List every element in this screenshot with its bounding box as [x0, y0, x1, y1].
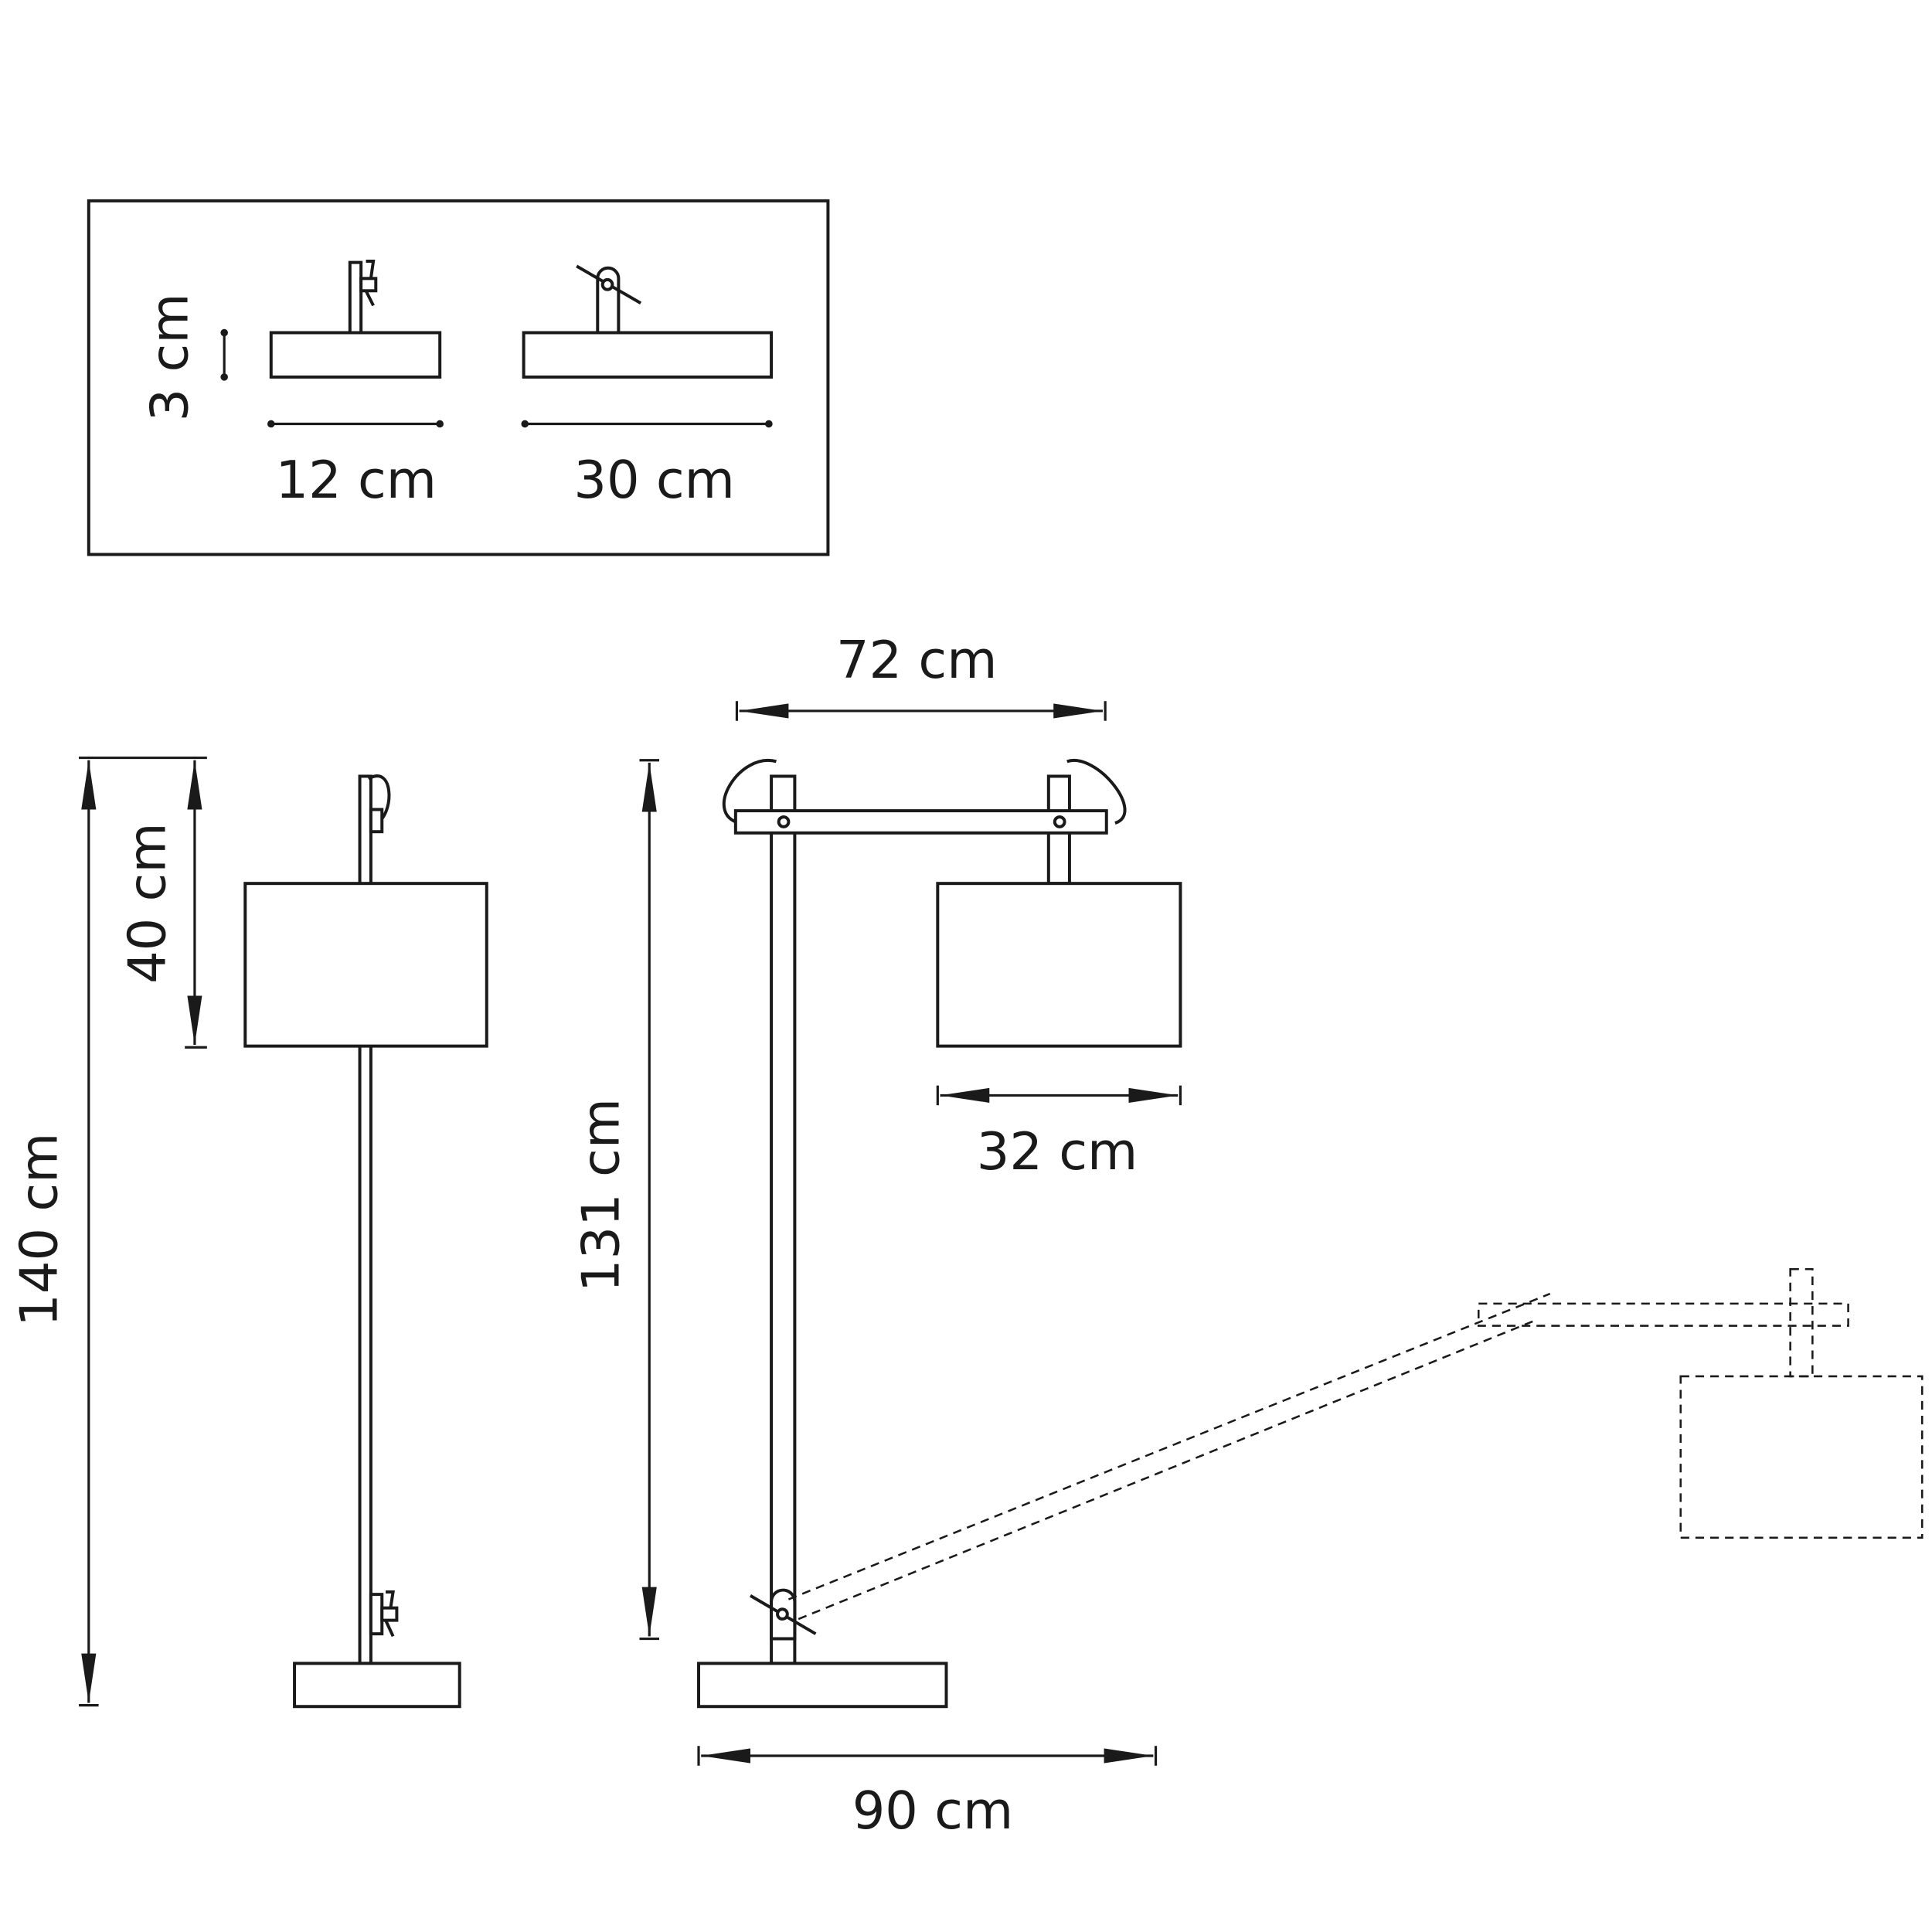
lamp-arm: [733, 809, 1108, 835]
dim-3cm: 3 cm: [139, 293, 228, 421]
dim-131cm: 131 cm: [570, 759, 659, 1641]
total-height-label: 140 cm: [9, 1133, 69, 1327]
dim-72cm: 72 cm: [735, 630, 1107, 721]
lamp-shade: [243, 882, 488, 1048]
base-options-inset: 3 cm 12 cm 30 cm: [87, 199, 830, 556]
shade-width-label: 32 cm: [977, 1121, 1138, 1182]
lamp-base: [697, 1662, 948, 1709]
front-view-lamp: 72 cm 32 cm 131 cm 90 cm: [570, 630, 1923, 1841]
small-base: [269, 260, 442, 379]
large-base: [522, 264, 774, 379]
height-3cm-label: 3 cm: [139, 293, 199, 421]
dim-40cm: 40 cm: [117, 760, 207, 1049]
lamp-base: [293, 1662, 461, 1709]
arm-width-label: 72 cm: [836, 630, 998, 690]
dim-90cm: 90 cm: [697, 1746, 1158, 1841]
dim-30cm: 30 cm: [521, 420, 773, 510]
reach-label: 90 cm: [852, 1781, 1014, 1841]
tilted-position-ghost: [787, 1267, 1923, 1621]
inset-frame: [87, 199, 830, 556]
lamp-shade: [936, 882, 1182, 1048]
clamp-knob-icon: [359, 277, 378, 293]
small-base-width-label: 12 cm: [276, 450, 437, 510]
dim-140cm: 140 cm: [9, 756, 207, 1707]
large-base-width-label: 30 cm: [573, 450, 735, 510]
side-view-lamp: 140 cm 40 cm: [9, 756, 488, 1709]
dim-32cm: 32 cm: [936, 1085, 1182, 1182]
shade-height-label: 40 cm: [117, 822, 178, 984]
height-131cm-label: 131 cm: [570, 1098, 631, 1292]
dim-12cm: 12 cm: [267, 420, 444, 510]
clamp-knob-icon: [380, 1606, 399, 1622]
cable-icon: [722, 758, 777, 825]
